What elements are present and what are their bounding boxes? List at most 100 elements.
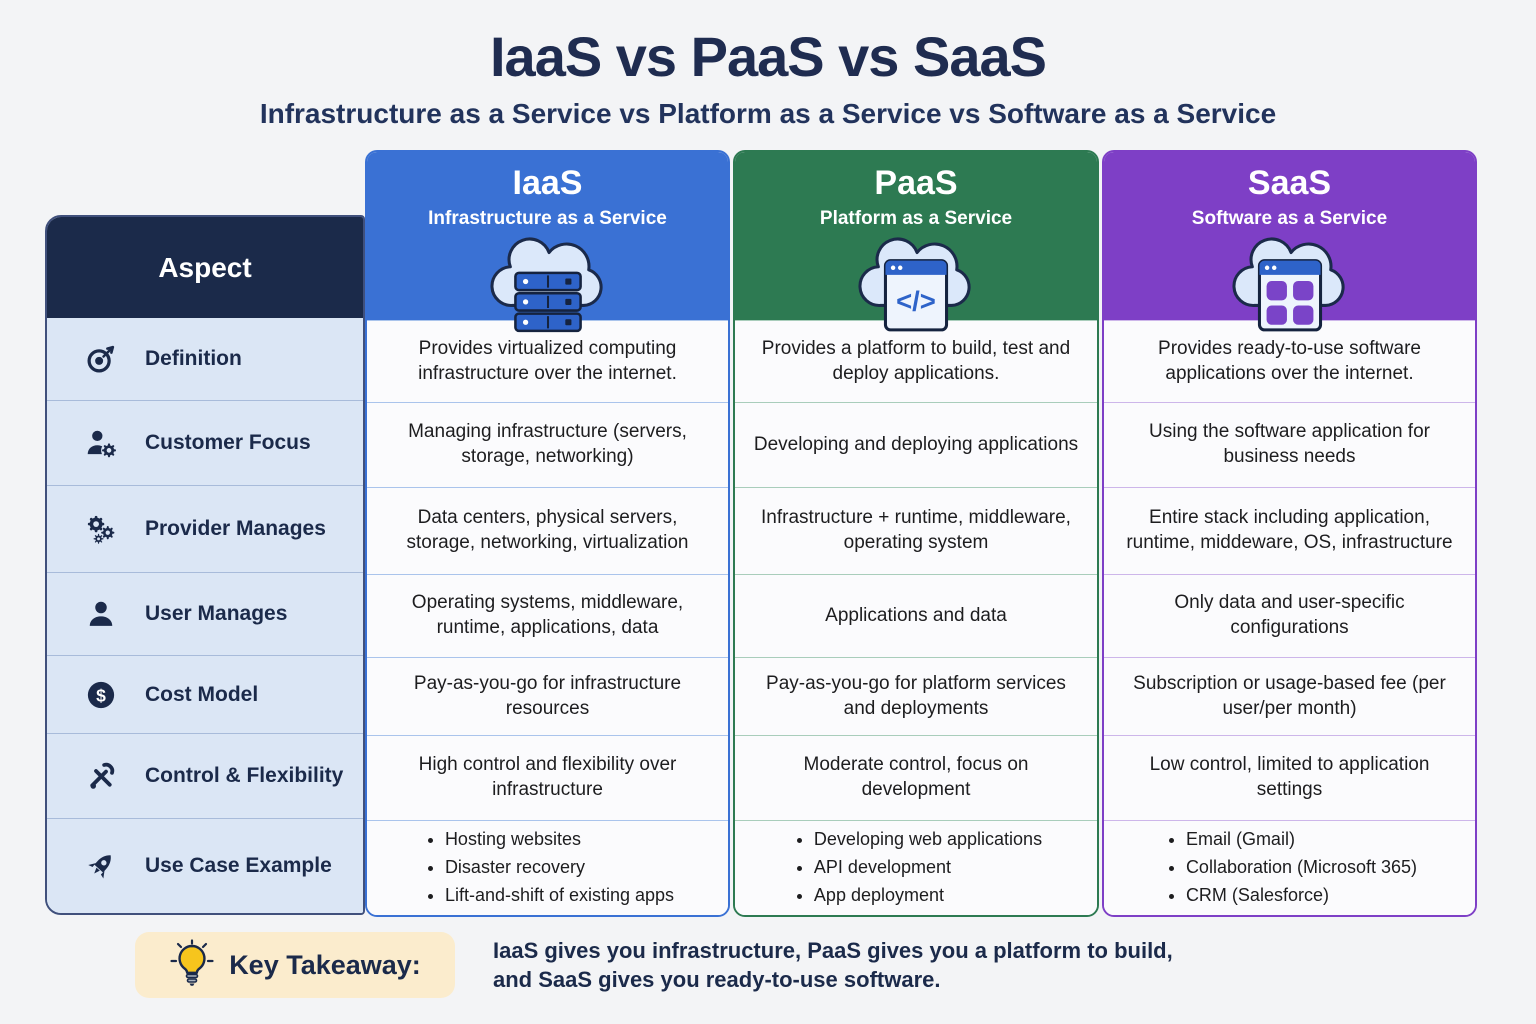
column-subtitle: Platform as a Service — [819, 208, 1013, 229]
cell-paas-control-flexibility: Moderate control, focus on development — [735, 735, 1097, 820]
cell-text: Provides virtualized computing infrastru… — [418, 337, 677, 384]
key-takeaway-section: Key Takeaway: IaaS gives you infrastruct… — [135, 932, 1173, 998]
key-takeaway-label: Key Takeaway: — [229, 949, 421, 980]
cell-text: High control and flexibility over infras… — [418, 754, 677, 800]
aspect-row-provider-manages: Provider Manages — [47, 485, 363, 572]
bullet-item: Hosting websites — [445, 826, 674, 854]
column-subtitle: Infrastructure as a Service — [428, 208, 667, 229]
page-subtitle: Infrastructure as a Service vs Platform … — [259, 98, 1277, 129]
cell-saas-use-case-example: Email (Gmail)Collaboration (Microsoft 36… — [1104, 820, 1475, 915]
cell-text: Managing infrastructure (servers, storag… — [408, 421, 687, 467]
cell-text: Applications and data — [825, 604, 1007, 626]
tools-icon — [77, 761, 125, 791]
bullet-item: Disaster recovery — [445, 854, 674, 882]
gears-icon — [77, 513, 125, 545]
bullet-item: CRM (Salesforce) — [1186, 882, 1417, 910]
column-title: PaaS — [874, 164, 958, 202]
cell-iaas-provider-manages: Data centers, physical servers, storage,… — [367, 487, 728, 574]
cell-text: Operating systems, middleware, runtime, … — [411, 592, 684, 638]
cell-text: Developing and deploying applications — [753, 433, 1079, 455]
cell-paas-user-manages: Applications and data — [735, 574, 1097, 657]
aspect-label: Control & Flexibility — [145, 764, 344, 787]
column-header-saas: SaaS Software as a Service — [1104, 152, 1475, 332]
cell-paas-use-case-example: Developing web applicationsAPI developme… — [735, 820, 1097, 915]
column-paas: PaaS Platform as a Service </> Provides a p… — [733, 150, 1099, 917]
rocket-icon — [77, 850, 125, 882]
cell-text: Data centers, physical servers, storage,… — [406, 507, 689, 553]
customer-gear-icon — [77, 428, 125, 458]
user-icon — [77, 599, 125, 629]
cell-iaas-user-manages: Operating systems, middleware, runtime, … — [367, 574, 728, 657]
cell-text: Low control, limited to application sett… — [1149, 754, 1430, 800]
cell-saas-definition: Provides ready-to-use software applicati… — [1104, 320, 1475, 402]
cell-text: Pay-as-you-go for infrastructure resourc… — [413, 672, 682, 719]
cloud-servers-icon — [472, 224, 624, 336]
aspect-row-user-manages: User Manages — [47, 572, 363, 655]
dollar-icon: $ — [77, 680, 125, 710]
cell-saas-user-manages: Only data and user-specific configuratio… — [1104, 574, 1475, 657]
aspect-label: Customer Focus — [145, 431, 311, 454]
takeaway-line: and SaaS gives you ready-to-use software… — [493, 967, 941, 992]
cell-text: Entire stack including application, runt… — [1126, 507, 1453, 553]
cell-text: Pay-as-you-go for platform services and … — [766, 672, 1066, 719]
cell-saas-customer-focus: Using the software application for busin… — [1104, 402, 1475, 487]
cell-text: Subscription or usage-based fee (per use… — [1133, 672, 1446, 719]
aspect-row-cost-model: $ Cost Model — [47, 655, 363, 733]
bullet-item: Lift-and-shift of existing apps — [445, 882, 674, 910]
cell-iaas-definition: Provides virtualized computing infrastru… — [367, 320, 728, 402]
target-icon — [77, 344, 125, 374]
aspect-spacer — [45, 150, 365, 215]
aspect-label: User Manages — [145, 602, 288, 625]
aspect-row-control-flexibility: Control & Flexibility — [47, 733, 363, 818]
aspect-row-definition: Definition — [47, 318, 363, 400]
cloud-code-icon: </> — [840, 224, 992, 336]
bullet-list: Developing web applicationsAPI developme… — [790, 826, 1042, 910]
aspect-row-customer-focus: Customer Focus — [47, 400, 363, 485]
bullet-item: App deployment — [814, 882, 1042, 910]
bullet-item: Email (Gmail) — [1186, 826, 1417, 854]
cell-iaas-customer-focus: Managing infrastructure (servers, storag… — [367, 402, 728, 487]
cell-saas-control-flexibility: Low control, limited to application sett… — [1104, 735, 1475, 820]
cloud-app-icon — [1214, 224, 1366, 336]
aspect-row-use-case-example: Use Case Example — [47, 818, 363, 913]
cell-saas-cost-model: Subscription or usage-based fee (per use… — [1104, 657, 1475, 735]
cell-text: Provides ready-to-use software applicati… — [1158, 337, 1421, 384]
column-header-paas: PaaS Platform as a Service </> — [735, 152, 1097, 332]
aspect-label: Cost Model — [145, 682, 259, 706]
cell-saas-provider-manages: Entire stack including application, runt… — [1104, 487, 1475, 574]
bullet-item: API development — [814, 854, 1042, 882]
bullet-list: Hosting websitesDisaster recoveryLift-an… — [421, 826, 674, 910]
aspect-label: Use Case Example — [145, 854, 332, 877]
key-takeaway-box: Key Takeaway: — [135, 932, 455, 998]
column-subtitle: Software as a Service — [1191, 208, 1388, 229]
aspect-label: Definition — [145, 347, 242, 370]
lightbulb-icon — [169, 938, 215, 992]
page-title: IaaS vs PaaS vs SaaS — [490, 25, 1047, 88]
column-title: IaaS — [512, 164, 583, 202]
cell-iaas-cost-model: Pay-as-you-go for infrastructure resourc… — [367, 657, 728, 735]
bullet-list: Email (Gmail)Collaboration (Microsoft 36… — [1162, 826, 1417, 910]
cell-text: Only data and user-specific configuratio… — [1174, 592, 1405, 638]
cell-text: Using the software application for busin… — [1149, 421, 1430, 467]
cell-text: Infrastructure + runtime, middleware, op… — [761, 507, 1071, 553]
cell-paas-cost-model: Pay-as-you-go for platform services and … — [735, 657, 1097, 735]
takeaway-line: IaaS gives you infrastructure, PaaS give… — [493, 937, 1173, 963]
column-header-iaas: IaaS Infrastructure as a Service — [367, 152, 728, 333]
aspect-label: Provider Manages — [145, 517, 326, 540]
svg-text:</>: </> — [896, 286, 936, 317]
cell-paas-customer-focus: Developing and deploying applications — [735, 402, 1097, 487]
column-title: SaaS — [1247, 164, 1332, 202]
cell-text: Moderate control, focus on development — [803, 754, 1029, 800]
cell-paas-definition: Provides a platform to build, test and d… — [735, 320, 1097, 402]
cell-text: Provides a platform to build, test and d… — [761, 337, 1071, 384]
bullet-item: Collaboration (Microsoft 365) — [1186, 854, 1417, 882]
svg-text:$: $ — [96, 685, 106, 705]
key-takeaway-text: IaaS gives you infrastructure, PaaS give… — [493, 936, 1173, 994]
